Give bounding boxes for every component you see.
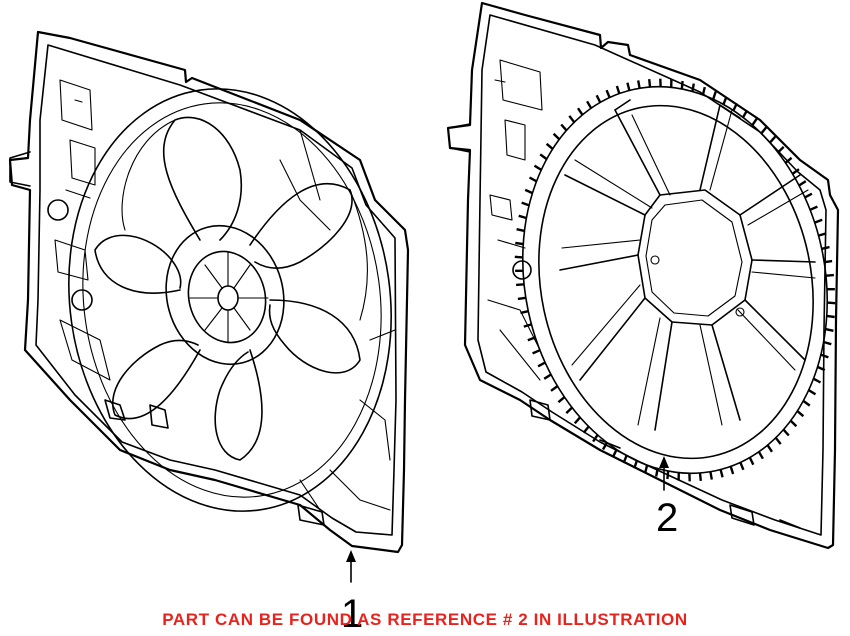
ring-tooth [566, 408, 572, 414]
ring-tooth [700, 473, 701, 481]
ring-tooth [791, 421, 797, 427]
ring-tooth [515, 243, 523, 244]
ring-tooth [544, 375, 551, 379]
ring-tooth [517, 229, 525, 231]
ring-tooth [522, 203, 530, 206]
ring-tooth [521, 311, 529, 313]
ring-tooth [613, 450, 617, 457]
ring-tooth [682, 81, 683, 89]
part-1-fan-assembly [10, 32, 418, 582]
ring-tooth [575, 417, 580, 423]
ring-tooth [740, 462, 743, 469]
ring-tooth [584, 427, 589, 433]
ring-tooth [558, 397, 564, 402]
part-1-fan-blades [95, 117, 367, 460]
callout-2-label: 2 [656, 498, 678, 538]
ring-tooth [784, 430, 789, 436]
ring-tooth [733, 103, 737, 110]
ring-tooth [518, 298, 526, 299]
ring-tooth [799, 181, 806, 185]
callout-1-arrowhead [346, 550, 356, 562]
ring-tooth [809, 390, 816, 394]
part-1-frame-inner [36, 45, 396, 535]
ring-tooth [578, 108, 582, 115]
part-2-hub [638, 190, 752, 325]
ring-tooth [824, 261, 832, 262]
reference-note: PART CAN BE FOUND AS REFERENCE # 2 IN IL… [0, 610, 850, 630]
ring-tooth [710, 472, 711, 480]
ring-tooth [525, 190, 532, 193]
ring-tooth [538, 363, 545, 367]
ring-tooth [656, 469, 657, 477]
ring-tooth [528, 337, 536, 340]
ring-tooth [752, 118, 757, 125]
part-2-ring-outer [488, 58, 850, 502]
ring-tooth [810, 207, 817, 210]
part-2-ring-teeth [515, 79, 835, 482]
ring-tooth [803, 401, 810, 406]
ring-tooth [569, 116, 574, 122]
ring-tooth [759, 452, 763, 459]
ring-tooth [721, 470, 723, 478]
ring-tooth [587, 101, 591, 108]
ring-tooth [530, 178, 537, 182]
ring-tooth [551, 386, 558, 391]
ring-tooth [561, 125, 566, 131]
part-1-left-ribs [55, 80, 110, 380]
ring-tooth [535, 166, 542, 170]
part-1-fan-hub [151, 212, 299, 377]
ring-tooth [805, 194, 812, 198]
ring-tooth [597, 95, 601, 102]
ring-tooth [515, 257, 523, 258]
ring-tooth [519, 216, 527, 218]
ring-tooth [778, 147, 784, 153]
ring-tooth [547, 144, 553, 149]
ring-tooth [770, 137, 775, 143]
ring-tooth [713, 92, 716, 100]
ring-tooth [649, 79, 650, 87]
ring-tooth [667, 471, 668, 479]
ring-tooth [815, 220, 823, 223]
ring-tooth [750, 458, 754, 465]
ring-tooth [826, 329, 834, 331]
ring-tooth [692, 84, 693, 92]
ring-tooth [524, 324, 532, 326]
ring-tooth [617, 86, 619, 94]
part-2-frame-outer [448, 3, 838, 548]
ring-tooth [797, 411, 803, 416]
ring-tooth [540, 154, 547, 159]
callout-2-arrowhead [659, 456, 669, 468]
ring-tooth [768, 445, 772, 452]
ring-tooth [827, 303, 835, 304]
part-1-boss-b [72, 290, 92, 310]
part-2-shroud-frame [448, 3, 850, 548]
ring-tooth [645, 465, 647, 473]
ring-tooth [821, 355, 829, 358]
ring-tooth [827, 316, 835, 317]
ring-tooth [533, 350, 540, 353]
ring-tooth [723, 97, 726, 104]
ring-tooth [554, 134, 560, 140]
ring-tooth [627, 83, 629, 91]
ring-tooth [761, 127, 766, 133]
ring-tooth [826, 275, 834, 276]
ring-tooth [822, 247, 830, 249]
ring-tooth [731, 466, 733, 474]
ring-tooth [703, 87, 705, 95]
ring-tooth [607, 90, 610, 97]
part-1-shroud-ring [42, 68, 418, 532]
ring-tooth [516, 284, 524, 285]
ring-tooth [814, 379, 821, 383]
ring-tooth [824, 342, 832, 344]
ring-tooth [776, 438, 781, 444]
ring-tooth [638, 80, 639, 88]
part-1-boss-a [48, 200, 68, 220]
ring-tooth [743, 111, 747, 118]
